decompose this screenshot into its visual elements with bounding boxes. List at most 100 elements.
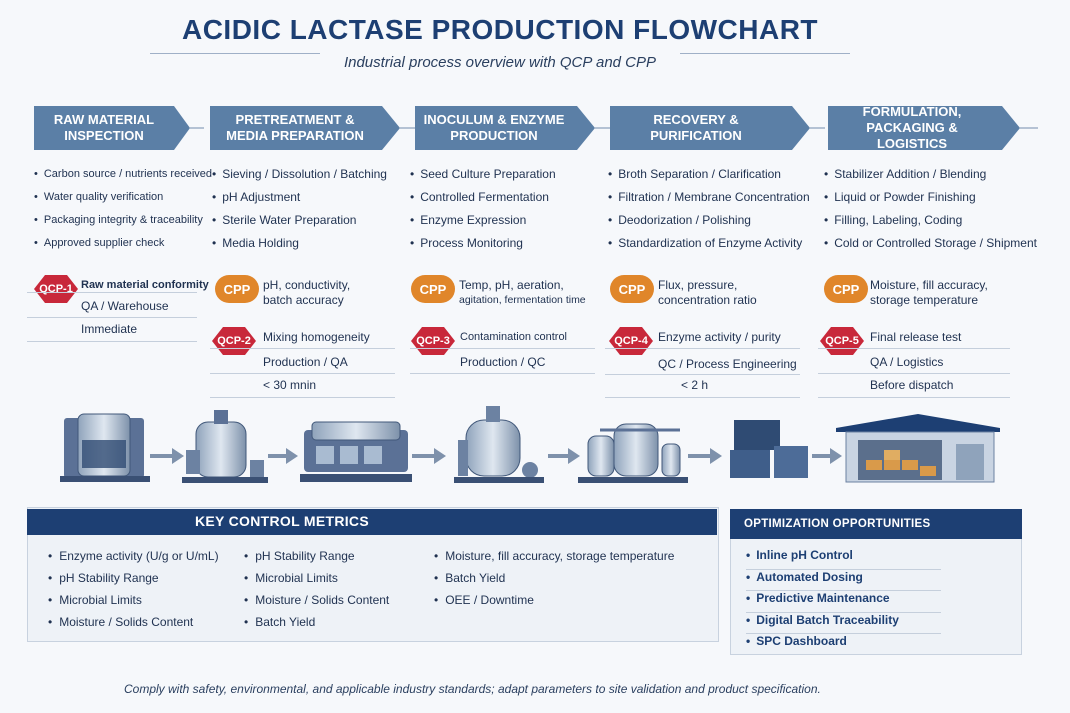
divider <box>818 373 1010 374</box>
divider <box>410 373 595 374</box>
divider <box>27 317 197 318</box>
optimization-title: OPTIMIZATION OPPORTUNITIES <box>744 518 931 530</box>
flow-arrow-icon <box>268 448 298 464</box>
optimization-header-bar <box>730 509 1022 539</box>
qcp-item: Contamination control <box>460 331 568 343</box>
key-metrics-column-1: Enzyme activity (U/g or U/mL) pH Stabili… <box>48 548 219 636</box>
divider <box>27 292 197 293</box>
title-rule-left <box>150 53 320 54</box>
stage-label: INOCULUM & ENZYME PRODUCTION <box>423 112 565 143</box>
divider <box>410 348 595 349</box>
stage-bullets-raw-material: Carbon source / nutrients received Water… <box>34 166 212 258</box>
metric-item: Batch Yield <box>434 570 674 592</box>
qcp-badge: QCP-5 <box>820 327 864 355</box>
fermenter-icon <box>454 406 544 483</box>
cpp-4-block: CPP Moisture, fill accuracy, storage tem… <box>822 272 1012 312</box>
bullet-item: Deodorization / Polishing <box>608 212 810 235</box>
cpp-badge: CPP <box>824 275 868 303</box>
process-equipment-strip <box>60 406 1000 483</box>
bullet-item: Packaging integrity & traceability <box>34 212 212 235</box>
stage-bullets-inoculum: Seed Culture Preparation Controlled Ferm… <box>410 166 556 258</box>
stage-header-pretreatment: PRETREATMENT & MEDIA PREPARATION <box>210 106 415 150</box>
bullet-item: Carbon source / nutrients received <box>34 166 212 189</box>
qcp-owner: Production / QA <box>263 355 348 369</box>
cpp-text-line2: batch accuracy <box>263 293 344 307</box>
key-metrics-column-2: pH Stability Range Microbial Limits Mois… <box>244 548 389 636</box>
qcp-2-block: QCP-2 Mixing homogeneity Production / QA… <box>210 326 395 401</box>
qcp-owner: QA / Warehouse <box>81 299 169 313</box>
qcp-owner: QA / Logistics <box>870 355 944 369</box>
bullet-item: Filtration / Membrane Concentration <box>608 189 809 212</box>
qcp-timing: Before dispatch <box>870 378 954 392</box>
cpp-text-line2: storage temperature <box>870 293 979 307</box>
cpp-text-line1: Moisture, fill accuracy, <box>870 278 988 292</box>
optimization-list: Inline pH Control Automated Dosing Predi… <box>746 548 941 655</box>
divider <box>210 397 395 398</box>
qcp-owner: Production / QC <box>460 355 546 369</box>
optimization-item: Digital Batch Traceability <box>746 613 941 634</box>
stage-header-inoculum: INOCULUM & ENZYME PRODUCTION <box>415 106 610 150</box>
flow-arrow-icon <box>548 448 580 464</box>
stage-arrow-shape <box>34 106 204 150</box>
cpp-text-line1: pH, conductivity, <box>263 278 351 292</box>
qcp-badge: QCP-1 <box>34 275 78 303</box>
divider <box>818 348 1010 349</box>
metric-item: Microbial Limits <box>48 592 219 614</box>
key-metrics-header-bar <box>27 509 717 535</box>
stage-arrow-shape <box>828 106 1038 150</box>
bullet-item: Standardization of Enzyme Activity <box>608 235 810 258</box>
packaged-boxes-icon <box>730 420 808 478</box>
cpp-text-line1: Flux, pressure, <box>658 278 738 292</box>
stage-bullets-pretreatment: Sieving / Dissolution / Batching pH Adju… <box>212 166 387 258</box>
bullet-item: Liquid or Powder Finishing <box>824 189 1037 212</box>
divider <box>818 397 1010 398</box>
qcp-item: Mixing homogeneity <box>263 330 370 344</box>
media-holding-skid-icon <box>300 421 412 482</box>
cpp-1-block: CPP pH, conductivity, batch accuracy <box>212 272 392 312</box>
page-subtitle: Industrial process overview with QCP and… <box>343 54 657 71</box>
metric-item: Batch Yield <box>244 614 389 636</box>
stage-arrow-shape <box>415 106 610 150</box>
stage-label: PRETREATMENT & MEDIA PREPARATION <box>226 112 364 143</box>
optimization-item: SPC Dashboard <box>746 634 941 655</box>
warehouse-icon <box>836 414 1000 483</box>
qcp-3-block: QCP-3 Contamination control Production /… <box>410 326 595 376</box>
title-rule-right <box>680 53 850 54</box>
qcp-item: Final release test <box>870 330 962 344</box>
stage-label: RAW MATERIAL INSPECTION <box>53 112 155 143</box>
bullet-item: Sterile Water Preparation <box>212 212 387 235</box>
receiving-tank-icon <box>60 413 150 482</box>
cpp-text-line2: agitation, fermentation time <box>459 294 586 306</box>
qcp-4-block: QCP-4 Enzyme activity / purity QC / Proc… <box>605 326 800 401</box>
page-title: ACIDIC LACTASE PRODUCTION FLOWCHART <box>181 14 819 45</box>
qcp-timing: Immediate <box>81 322 138 336</box>
bullet-item: Filling, Labeling, Coding <box>824 212 1037 235</box>
divider <box>605 348 800 349</box>
qcp-timing: < 30 mnin <box>263 378 317 392</box>
divider <box>210 348 395 349</box>
bullet-item: Sieving / Dissolution / Batching <box>212 166 387 189</box>
flow-arrow-icon <box>412 448 446 464</box>
qcp-item: Raw material conformity <box>81 279 209 291</box>
divider <box>27 341 197 342</box>
metric-item: Enzyme activity (U/g or U/mL) <box>48 548 218 570</box>
qcp-item: Enzyme activity / purity <box>658 330 781 344</box>
metric-item: OEE / Downtime <box>434 592 674 614</box>
qcp-5-block: QCP-5 Final release test QA / Logistics … <box>818 326 1010 401</box>
metric-item: Moisture, fill accuracy, storage tempera… <box>434 548 674 570</box>
flow-arrow-icon <box>812 448 842 464</box>
bullet-item: Enzyme Expression <box>410 212 556 235</box>
optimization-item: Inline pH Control <box>746 548 941 570</box>
stage-arrow-shape <box>210 106 415 150</box>
qcp-badge: QCP-3 <box>411 327 455 355</box>
key-metrics-title: KEY CONTROL METRICS <box>195 513 369 529</box>
optimization-item: Predictive Maintenance <box>746 591 941 613</box>
stage-bullets-recovery: Broth Separation / Clarification Filtrat… <box>608 166 810 258</box>
cpp-text-line1: Temp, pH, aeration, <box>459 278 564 292</box>
optimization-item: Automated Dosing <box>746 570 941 591</box>
bullet-item: Approved supplier check <box>34 235 212 258</box>
cpp-text-line2: concentration ratio <box>658 293 757 307</box>
cpp-3-block: CPP Flux, pressure, concentration ratio <box>608 272 798 312</box>
stage-header-raw-material: RAW MATERIAL INSPECTION <box>34 106 204 150</box>
divider <box>605 374 800 375</box>
